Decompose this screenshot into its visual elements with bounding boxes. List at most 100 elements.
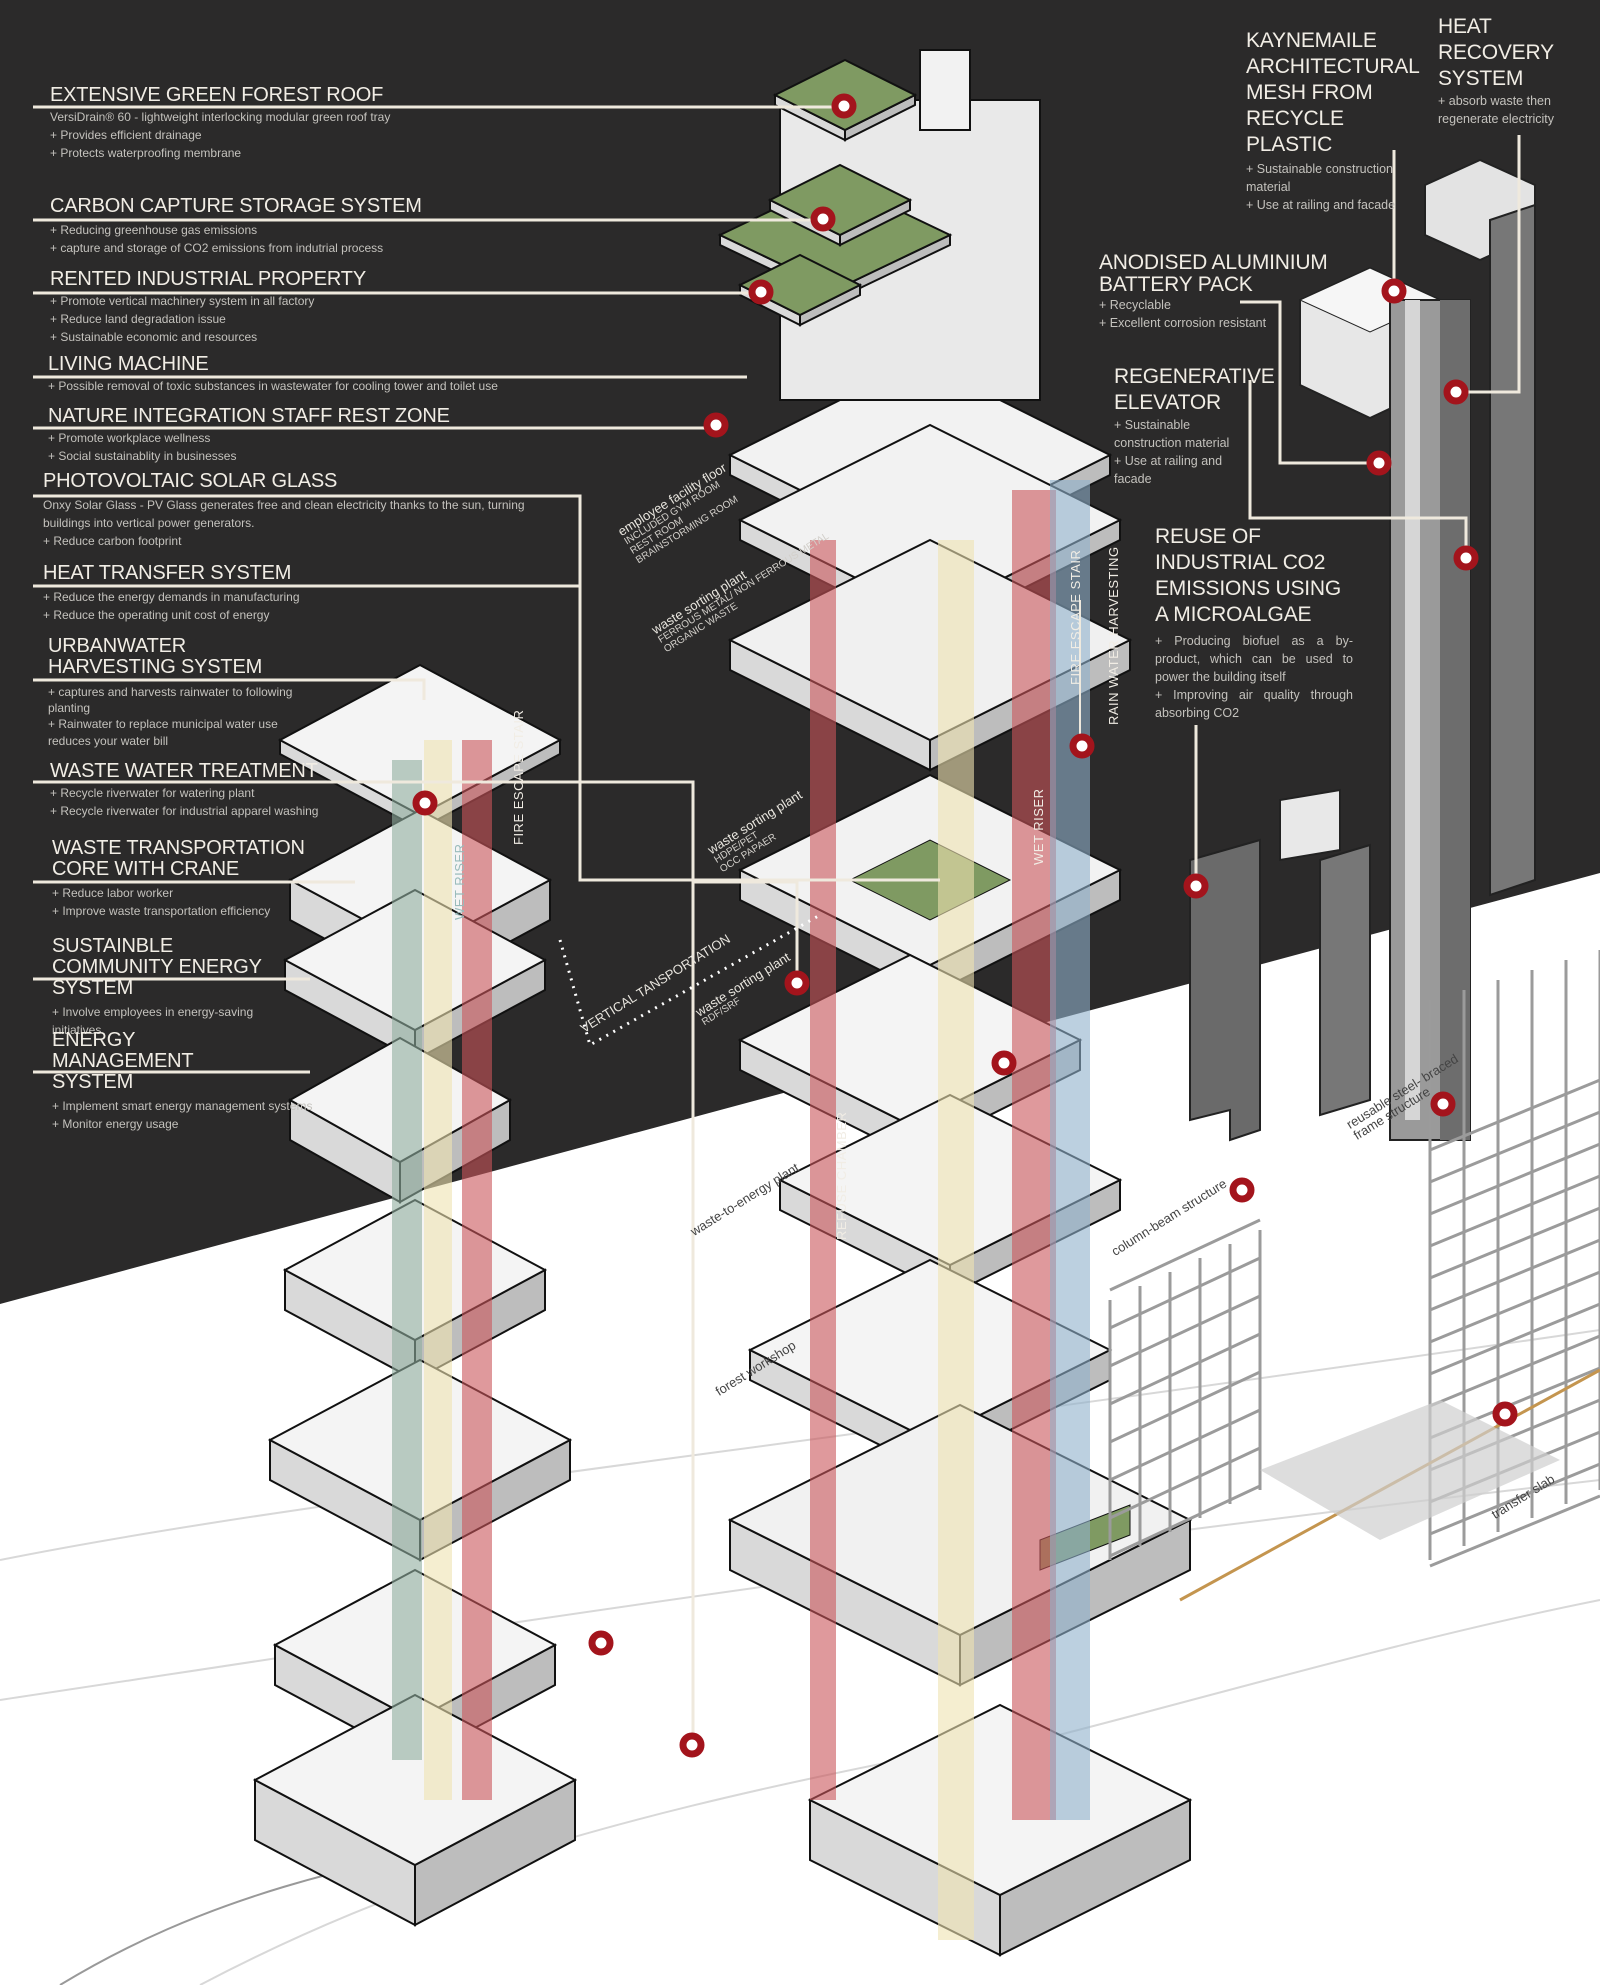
shaft (1050, 480, 1090, 1820)
annotation-title: REGENERATIVE ELEVATOR (1114, 365, 1275, 414)
site-roads (0, 1329, 1600, 1985)
annotation-line: Onxy Solar Glass - PV Glass generates fr… (43, 498, 525, 530)
frame-beam (1109, 1370, 1261, 1444)
label-fire-escape-stair: FIRE ESCAPE STAIR (1068, 549, 1083, 685)
kaynemaile-mesh-column (1489, 203, 1536, 897)
shaft (392, 760, 422, 1760)
frame-beam (1429, 1334, 1600, 1408)
frame-beam (1109, 1408, 1261, 1482)
frame-beam (1109, 1218, 1261, 1292)
callout-marker-icon (831, 93, 857, 119)
shaft (810, 540, 836, 1800)
callout-marker-icon (1443, 379, 1469, 405)
callout-marker-icon (1069, 733, 1095, 759)
mesh-panel (1189, 838, 1261, 1142)
frame-beam (1429, 1206, 1600, 1280)
annotation-line: + Reducing greenhouse gas emissions (50, 223, 258, 237)
annotation-line: + Recycle riverwater for watering plant (50, 786, 255, 800)
annotation-title: RENTED INDUSTRIAL PROPERTY (50, 268, 366, 290)
callout-marker-icon (1453, 545, 1479, 571)
annotation-title: WASTE TRANSPORTATION CORE WITH CRANE (52, 837, 305, 880)
frame-beam (1429, 1110, 1600, 1184)
annotation-line: + Reduce labor worker (52, 886, 174, 900)
annotation-title: HEAT TRANSFER SYSTEM (43, 562, 292, 584)
annotation-line: + absorb waste then regenerate electrici… (1438, 94, 1555, 126)
annotation-community-energy: SUSTAINBLE COMMUNITY ENERGY SYSTEM + Inv… (52, 936, 292, 1039)
annotation-urbanwater: URBANWATER HARVESTING SYSTEM + captures … (48, 636, 318, 750)
annotation-line: + Improving air quality through absorbin… (1155, 688, 1353, 720)
callout-marker-icon (784, 970, 810, 996)
callout-marker-icon (703, 412, 729, 438)
left-floor-slab (252, 1693, 578, 1867)
frame-beam (1429, 1142, 1600, 1216)
annotation-line: + Reduce carbon footprint (43, 534, 182, 548)
annotation-line: + Rainwater to replace municipal water u… (48, 717, 278, 748)
callout-marker-icon (1229, 1177, 1255, 1203)
annotation-line: VersiDrain® 60 - lightweight interlockin… (50, 110, 391, 124)
annotation-line: + Recycle riverwater for industrial appa… (50, 804, 319, 818)
shaft (424, 740, 452, 1800)
annotation-line: + Recyclable (1099, 298, 1171, 312)
callout-marker-icon (991, 1050, 1017, 1076)
annotation-green-roof: EXTENSIVE GREEN FOREST ROOF VersiDrain® … (50, 84, 590, 162)
label-wet-riser: WET RISER (1031, 788, 1046, 866)
leader-lines (33, 105, 1521, 1745)
right-heat-recovery-tower (1189, 158, 1536, 1142)
annotation-line: + Reduce land degradation issue (50, 312, 226, 326)
annotation-title: ANODISED ALUMINIUM BATTERY PACK (1099, 251, 1328, 296)
annotation-title: URBANWATER HARVESTING SYSTEM (48, 635, 263, 678)
annotation-title: REUSE OF INDUSTRIAL CO2 EMISSIONS USING … (1155, 525, 1342, 626)
annotation-title: LIVING MACHINE (48, 353, 209, 375)
annotation-title: EXTENSIVE GREEN FOREST ROOF (50, 84, 384, 106)
label-rain-water-harvesting: RAIN WATER HARVESTING (1106, 546, 1121, 725)
annotation-line: + Use at railing and facade (1114, 454, 1223, 486)
callout-marker-icon (1183, 873, 1209, 899)
frame-beam (1109, 1484, 1261, 1558)
annotation-line: + Producing biofuel as a by-product, whi… (1155, 634, 1353, 684)
annotation-line: + Reduce the energy demands in manufactu… (43, 590, 300, 604)
callout-marker-icon (679, 1732, 705, 1758)
annotation-battery-pack: ANODISED ALUMINIUM BATTERY PACK + Recycl… (1099, 252, 1339, 332)
annotation-microalgae: REUSE OF INDUSTRIAL CO2 EMISSIONS USING … (1155, 524, 1353, 722)
frame-beam (1429, 1238, 1600, 1312)
annotation-title: PHOTOVOLTAIC SOLAR GLASS (43, 470, 338, 492)
annotation-nature-integration: NATURE INTEGRATION STAFF REST ZONE + Pro… (48, 405, 588, 465)
label-fire-escape-stair-left: FIRE ESCAPE STAIR (511, 709, 526, 845)
frame-beam (1429, 1078, 1600, 1152)
annotation-line: + Monitor energy usage (52, 1117, 179, 1131)
frame-beam (1429, 1494, 1600, 1568)
annotation-kaynemaile-mesh: KAYNEMAILE ARCHITECTURAL MESH FROM RECYC… (1246, 28, 1421, 214)
microalgae-unit (1279, 788, 1341, 862)
callout-marker-icon (1492, 1401, 1518, 1427)
annotation-photovoltaic: PHOTOVOLTAIC SOLAR GLASS Onxy Solar Glas… (43, 470, 568, 550)
annotation-rented-industrial: RENTED INDUSTRIAL PROPERTY + Promote ver… (50, 268, 590, 346)
service-shafts (392, 480, 1090, 1940)
annotation-line: + Sustainable construction material (1114, 418, 1230, 450)
frame-beam (1429, 1462, 1600, 1536)
frame-beam (1429, 1270, 1600, 1344)
annotation-title: NATURE INTEGRATION STAFF REST ZONE (48, 405, 450, 427)
roof-tower (919, 49, 971, 131)
annotation-line: + Sustainable construction material (1246, 162, 1393, 194)
callout-marker-icon (412, 790, 438, 816)
annotation-title: SUSTAINBLE COMMUNITY ENERGY SYSTEM (52, 935, 262, 999)
annotation-line: + Promote workplace wellness (48, 431, 211, 445)
annotation-line: + Reduce the operating unit cost of ener… (43, 608, 270, 622)
annotation-line: + captures and harvests rainwater to fol… (48, 685, 293, 715)
annotation-energy-management: ENERGY MANAGEMENT SYSTEM + Implement sma… (52, 1030, 352, 1133)
frame-beam (1429, 1174, 1600, 1248)
annotation-waste-transport-core: WASTE TRANSPORTATION CORE WITH CRANE + R… (52, 838, 352, 920)
annotation-line: + Involve employees in energy-saving ini… (52, 1005, 254, 1037)
annotation-waste-water: WASTE WATER TREATMENT + Recycle riverwat… (50, 760, 350, 820)
center-floor-slab (807, 1703, 1193, 1897)
annotation-title: HEAT RECOVERY SYSTEM (1438, 15, 1554, 90)
frame-beam (1429, 1302, 1600, 1376)
annotation-line: + Sustainable economic and resources (50, 330, 258, 344)
annotation-living-machine: LIVING MACHINE + Possible removal of tox… (48, 353, 608, 395)
annotation-line: + Possible removal of toxic substances i… (48, 379, 498, 393)
frame-beam (1109, 1256, 1261, 1330)
annotation-regenerative-elevator: REGENERATIVE ELEVATOR + Sustainable cons… (1114, 364, 1275, 488)
annotation-line: + capture and storage of CO2 emissions f… (50, 241, 384, 255)
annotation-carbon-capture: CARBON CAPTURE STORAGE SYSTEM + Reducing… (50, 195, 590, 257)
